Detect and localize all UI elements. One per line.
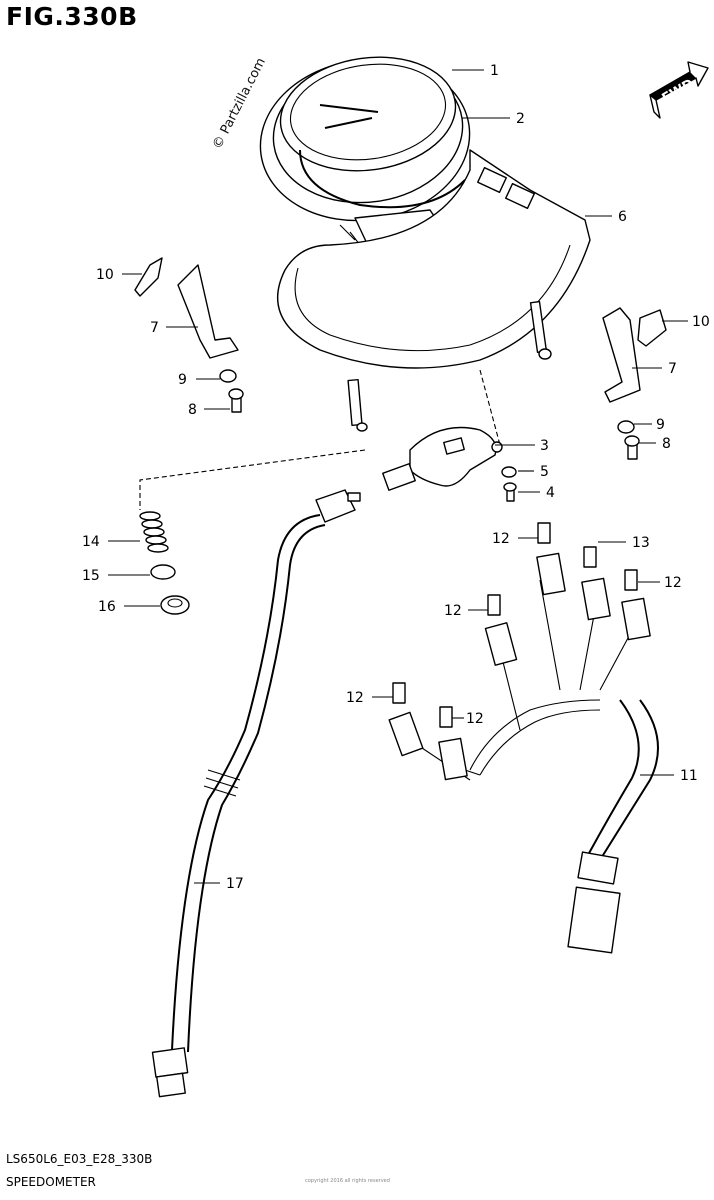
meter-bracket (276, 149, 591, 432)
right-bracket-parts (602, 307, 667, 460)
callout-12-b: 12 (664, 575, 682, 591)
callout-3: 3 (540, 438, 549, 454)
speedometer-assembly (259, 56, 471, 335)
callout-14: 14 (82, 534, 100, 550)
callout-16: 16 (98, 599, 116, 615)
wiring-harness (388, 522, 659, 954)
callout-17: 17 (226, 876, 244, 892)
fwd-arrow-icon: FWD (649, 61, 709, 119)
callout-7-right: 7 (668, 361, 677, 377)
callout-6: 6 (618, 209, 627, 225)
callout-13: 13 (632, 535, 650, 551)
washer-15 (150, 564, 176, 580)
washer-5 (501, 466, 517, 478)
callout-8-right: 8 (662, 436, 671, 452)
callout-12-a: 12 (492, 531, 510, 547)
callout-10-left: 10 (96, 267, 114, 283)
grommet-16 (160, 595, 190, 615)
figure-name: SPEEDOMETER (6, 1175, 96, 1189)
callout-1: 1 (490, 63, 499, 79)
callout-15: 15 (82, 568, 100, 584)
callout-9-right: 9 (656, 417, 665, 433)
callout-9-left: 9 (178, 372, 187, 388)
bolt-4 (503, 482, 517, 502)
callout-7-left: 7 (150, 320, 159, 336)
callout-4: 4 (546, 485, 555, 501)
left-bracket-parts (134, 257, 244, 413)
callout-8-left: 8 (188, 402, 197, 418)
callout-12-c: 12 (444, 603, 462, 619)
callout-5: 5 (540, 464, 549, 480)
tiny-footer: copyright 2016 all rights reserved (305, 1178, 390, 1184)
speed-sensor (382, 426, 503, 491)
figure-title: FIG.330B (6, 2, 138, 31)
figure-code: LS650L6_E03_E28_330B (6, 1152, 153, 1166)
callout-12-d: 12 (346, 690, 364, 706)
callout-11: 11 (680, 768, 698, 784)
callout-10-right: 10 (692, 314, 710, 330)
spring-14 (139, 511, 169, 553)
callouts: 1 2 3 4 5 6 7 7 8 8 9 9 10 10 11 12 12 (82, 63, 710, 892)
callout-2: 2 (516, 111, 525, 127)
callout-12-e: 12 (466, 711, 484, 727)
speedometer-cable (151, 489, 361, 1098)
